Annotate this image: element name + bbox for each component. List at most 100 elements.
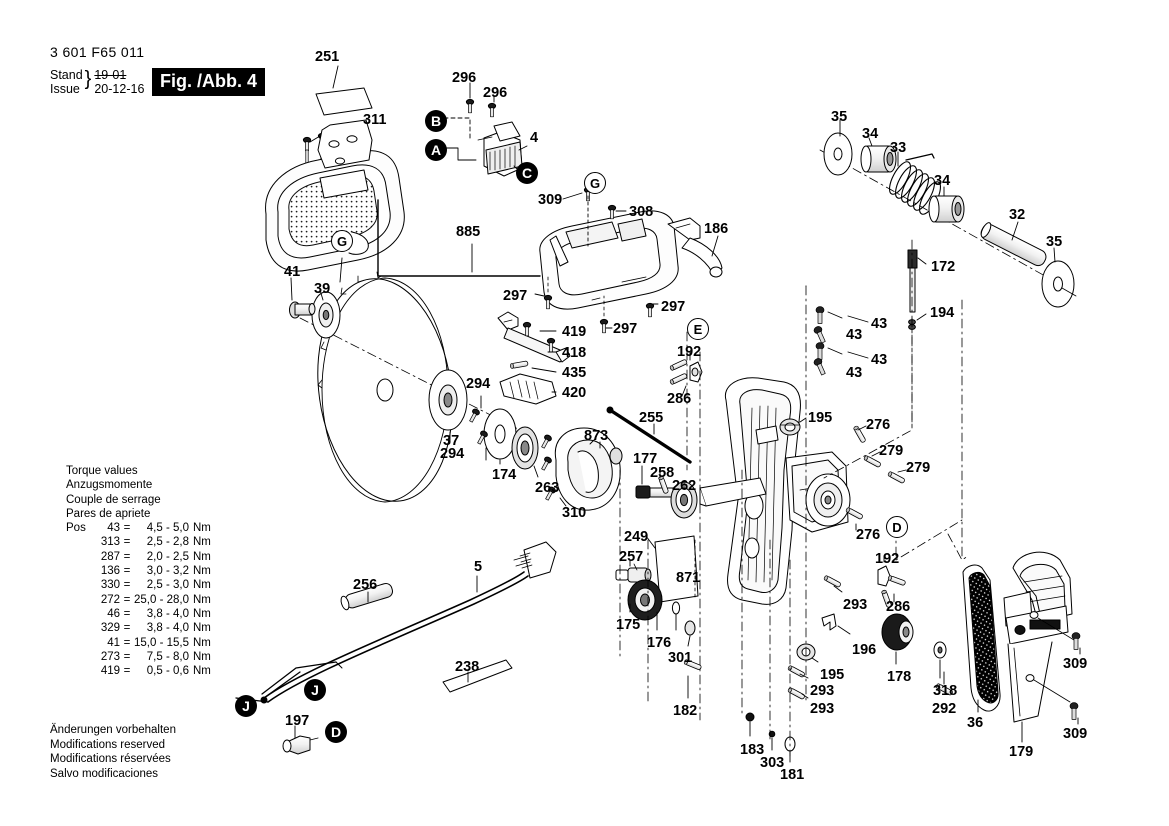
part-249-plate <box>654 535 699 603</box>
marker-c: C <box>516 162 538 184</box>
torque-pos-number: 46 <box>107 607 120 620</box>
torque-unit: Nm <box>192 536 211 549</box>
brace-glyph: } <box>84 68 92 90</box>
part-262-bearing <box>670 481 698 519</box>
callout-4: 4 <box>530 130 539 146</box>
torque-equals: = <box>123 607 131 620</box>
torque-pos-number: 272 <box>100 593 120 606</box>
torque-unit: Nm <box>192 636 211 649</box>
callout-296: 296 <box>452 70 477 86</box>
marker-d: D <box>325 721 347 743</box>
torque-unit: Nm <box>192 607 211 620</box>
torque-equals: = <box>123 593 131 606</box>
part-318-washer <box>933 641 947 659</box>
torque-value: 25,0 - 28,0 <box>134 593 189 606</box>
callout-256: 256 <box>353 577 378 593</box>
callout-309: 309 <box>1063 656 1088 672</box>
callout-36: 36 <box>967 715 984 731</box>
marker-outline-d: D <box>886 516 908 538</box>
part-192-clip-right <box>877 565 891 587</box>
pivot-hub <box>805 473 851 527</box>
torque-value: 4,5 - 5,0 <box>146 522 189 535</box>
torque-pos-number: 136 <box>100 565 120 578</box>
disclaimer-block: Änderungen vorbehalten Modifications res… <box>50 723 176 781</box>
torque-title-de: Anzugsmomente <box>66 479 153 492</box>
torque-title-fr: Couple de serrage <box>66 493 161 506</box>
part-39-flange <box>311 291 341 339</box>
marker-outline-g: G <box>584 172 606 194</box>
torque-equals: = <box>123 650 131 663</box>
part-34-bushing-left <box>860 145 897 173</box>
callout-297: 297 <box>503 288 528 304</box>
torque-unit: Nm <box>192 593 211 606</box>
callout-293: 293 <box>843 597 868 613</box>
callout-177: 177 <box>633 451 658 467</box>
torque-equals: = <box>123 622 131 635</box>
torque-value: 2,5 - 2,8 <box>146 536 189 549</box>
callout-195: 195 <box>820 667 845 683</box>
part-172-pin <box>907 249 918 313</box>
part-263-bearing <box>511 426 539 470</box>
callout-196: 196 <box>852 642 877 658</box>
callout-885: 885 <box>456 224 481 240</box>
torque-value: 3,8 - 4,0 <box>146 607 189 620</box>
callout-257: 257 <box>619 549 644 565</box>
callout-194: 194 <box>930 305 955 321</box>
part-34-bushing-right <box>928 195 965 223</box>
callout-43: 43 <box>871 352 888 368</box>
part-251-label-plate <box>315 87 373 116</box>
callout-297: 297 <box>661 299 686 315</box>
marker-b: B <box>425 110 447 132</box>
torque-unit: Nm <box>192 565 211 578</box>
torque-unit: Nm <box>192 665 211 678</box>
part-186-handle <box>667 217 723 278</box>
callout-309: 309 <box>1063 726 1088 742</box>
callout-35: 35 <box>1046 234 1063 250</box>
part-33-torsion-spring <box>888 153 942 215</box>
part-195-grommet <box>779 418 801 436</box>
torque-title-es: Pares de apriete <box>66 507 151 520</box>
callout-286: 286 <box>886 599 911 615</box>
callout-195: 195 <box>808 410 833 426</box>
revision-dates: 19-01 20-12-16 <box>94 68 144 96</box>
disclaimer-fr: Modifications réservées <box>50 753 171 766</box>
callout-43: 43 <box>846 365 863 381</box>
revision-block: Stand Issue } 19-01 20-12-16 <box>50 68 144 96</box>
callout-34: 34 <box>862 126 879 142</box>
callout-303: 303 <box>760 755 785 771</box>
callout-43: 43 <box>846 327 863 343</box>
part-255-rod <box>606 406 692 464</box>
torque-pos-number: 329 <box>100 622 120 635</box>
disclaimer-en: Modifications reserved <box>50 738 166 751</box>
torque-unit: Nm <box>192 622 211 635</box>
part-192-clip-left <box>689 361 703 383</box>
callout-258: 258 <box>650 465 675 481</box>
part-37-inner-flange <box>428 369 468 431</box>
callout-35: 35 <box>831 109 848 125</box>
callout-197: 197 <box>285 713 310 729</box>
callout-175: 175 <box>616 617 641 633</box>
callout-296: 296 <box>483 85 508 101</box>
callout-179: 179 <box>1009 744 1034 760</box>
callout-192: 192 <box>875 551 900 567</box>
part-873-belt-cover <box>554 427 623 511</box>
torque-unit: Nm <box>192 650 211 663</box>
callout-34: 34 <box>934 173 951 189</box>
torque-equals: = <box>123 636 131 649</box>
callout-262: 262 <box>672 478 697 494</box>
callout-238: 238 <box>455 659 480 675</box>
part-238-strip <box>442 659 513 693</box>
torque-equals: = <box>123 536 131 549</box>
callout-309: 309 <box>538 192 563 208</box>
part-256-sleeve <box>340 582 394 611</box>
marker-a: A <box>425 139 447 161</box>
torque-pos-number: 313 <box>100 536 120 549</box>
callout-279: 279 <box>906 460 931 476</box>
